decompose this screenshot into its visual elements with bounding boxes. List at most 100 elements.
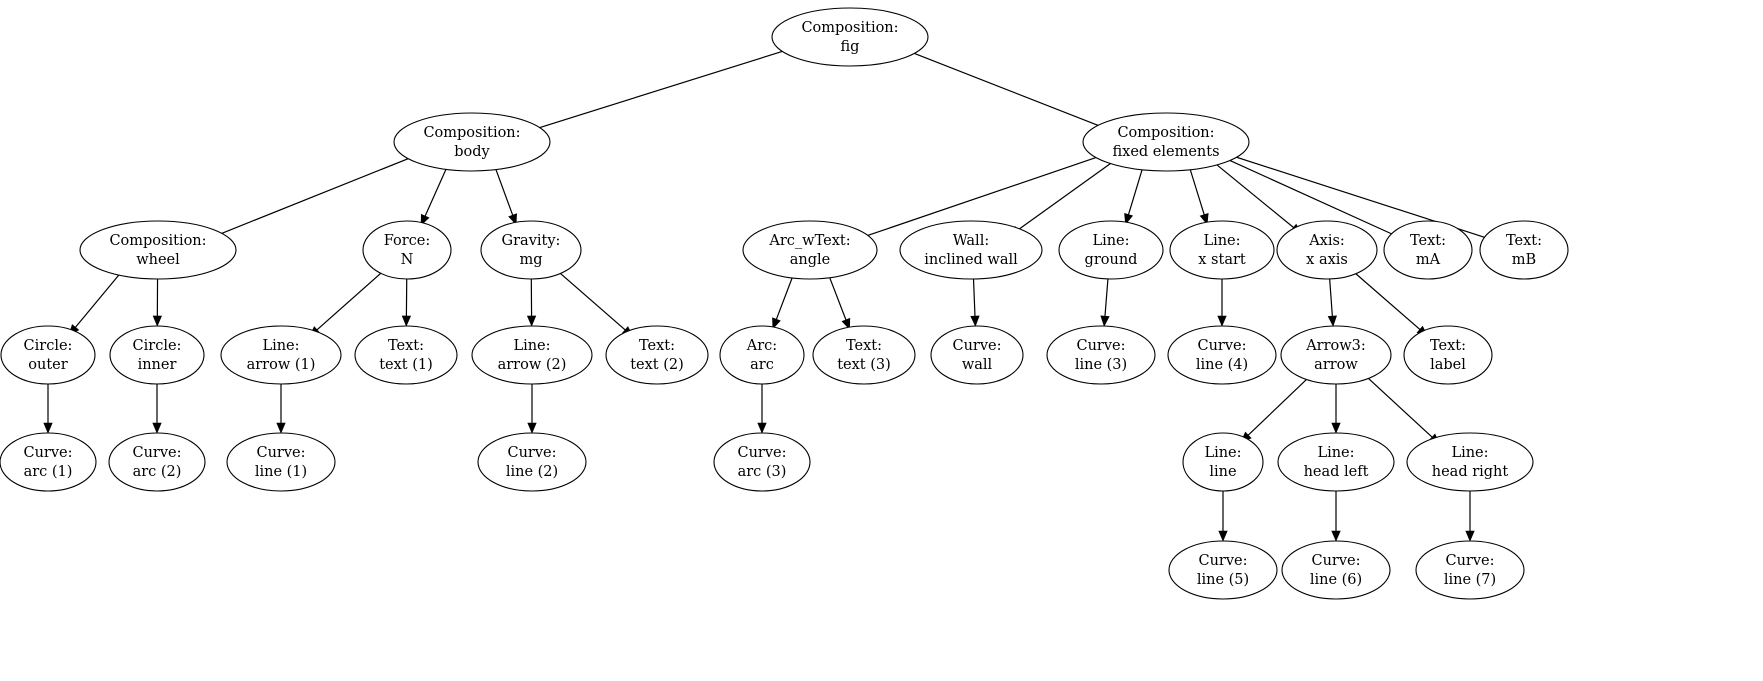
node-circinner[interactable]: Circle:inner bbox=[109, 325, 205, 385]
node-curveline7[interactable]: Curve:line (7) bbox=[1415, 540, 1525, 600]
node-textlabel[interactable]: Text:label bbox=[1403, 325, 1493, 385]
node-curvearc2[interactable]: Curve:arc (2) bbox=[108, 432, 206, 492]
edge-body-to-wheel bbox=[212, 150, 427, 238]
node-arcwtext[interactable]: Arc_wText:angle bbox=[742, 220, 878, 280]
node-fig[interactable]: Composition:fig bbox=[771, 7, 929, 67]
node-shape-circouter[interactable] bbox=[0, 325, 96, 385]
node-name-lineheadr: head right bbox=[1432, 464, 1509, 480]
node-shape-texttext2[interactable] bbox=[605, 325, 709, 385]
node-shape-texttext1[interactable] bbox=[354, 325, 458, 385]
node-shape-arcwtext[interactable] bbox=[742, 220, 878, 280]
arrowhead-wheel-to-circinner bbox=[152, 315, 162, 327]
node-arcarc[interactable]: Arc:arc bbox=[719, 325, 805, 385]
node-curveline3[interactable]: Curve:line (3) bbox=[1046, 325, 1156, 385]
node-fixed[interactable]: Composition:fixed elements bbox=[1082, 112, 1250, 172]
node-lineheadl[interactable]: Line:head left bbox=[1277, 432, 1395, 492]
arrowhead-wall-to-curvewall bbox=[970, 315, 980, 327]
node-shape-lineheadr[interactable] bbox=[1406, 432, 1534, 492]
arrowhead-lineheadr-to-curveline7 bbox=[1465, 530, 1475, 542]
node-name-arrow3: arrow bbox=[1314, 357, 1358, 373]
node-shape-curvearc1[interactable] bbox=[0, 432, 97, 492]
node-curveline2[interactable]: Curve:line (2) bbox=[477, 432, 587, 492]
node-type-curveline5: Curve: bbox=[1198, 553, 1247, 569]
arrowhead-gravity-to-linearrow2 bbox=[526, 315, 537, 327]
node-shape-texttext3[interactable] bbox=[812, 325, 916, 385]
node-axis[interactable]: Axis:x axis bbox=[1276, 220, 1378, 280]
edge-wheel-to-circouter bbox=[74, 269, 124, 329]
node-shape-textmB[interactable] bbox=[1479, 220, 1569, 280]
node-shape-arcarc[interactable] bbox=[719, 325, 805, 385]
node-shape-wheel[interactable] bbox=[79, 220, 237, 280]
node-shape-body[interactable] bbox=[393, 112, 551, 172]
node-type-linexstart: Line: bbox=[1203, 233, 1240, 249]
node-curvearc3[interactable]: Curve:arc (3) bbox=[713, 432, 811, 492]
node-shape-curveline3[interactable] bbox=[1046, 325, 1156, 385]
node-textmA[interactable]: Text:mA bbox=[1383, 220, 1473, 280]
node-shape-lineground[interactable] bbox=[1058, 220, 1164, 280]
node-shape-gravity[interactable] bbox=[480, 220, 582, 280]
node-circouter[interactable]: Circle:outer bbox=[0, 325, 96, 385]
node-curveline1[interactable]: Curve:line (1) bbox=[226, 432, 336, 492]
edge-fixed-to-arcwtext bbox=[858, 149, 1117, 240]
node-gravity[interactable]: Gravity:mg bbox=[480, 220, 582, 280]
node-shape-circinner[interactable] bbox=[109, 325, 205, 385]
node-shape-fixed[interactable] bbox=[1082, 112, 1250, 172]
node-shape-curveline5[interactable] bbox=[1168, 540, 1278, 600]
node-forceN[interactable]: Force:N bbox=[362, 220, 452, 280]
node-name-curveline1: line (1) bbox=[255, 464, 307, 480]
node-shape-textmA[interactable] bbox=[1383, 220, 1473, 280]
node-body[interactable]: Composition:body bbox=[393, 112, 551, 172]
node-wall[interactable]: Wall:inclined wall bbox=[899, 220, 1043, 280]
node-lineheadr[interactable]: Line:head right bbox=[1406, 432, 1534, 492]
node-curveline6[interactable]: Curve:line (6) bbox=[1281, 540, 1391, 600]
node-shape-linexstart[interactable] bbox=[1169, 220, 1275, 280]
node-shape-curveline1[interactable] bbox=[226, 432, 336, 492]
node-shape-curveline7[interactable] bbox=[1415, 540, 1525, 600]
node-lineline[interactable]: Line:line bbox=[1182, 432, 1264, 492]
node-shape-curvearc2[interactable] bbox=[108, 432, 206, 492]
edge-arcwtext-to-texttext3 bbox=[828, 275, 847, 321]
node-shape-curvewall[interactable] bbox=[930, 325, 1024, 385]
node-type-textmA: Text: bbox=[1410, 233, 1446, 249]
edge-arrow3-to-lineheadr bbox=[1362, 372, 1434, 439]
node-shape-curveline4[interactable] bbox=[1167, 325, 1277, 385]
node-name-curveline7: line (7) bbox=[1444, 572, 1496, 588]
node-shape-linearrow1[interactable] bbox=[220, 325, 342, 385]
node-shape-wall[interactable] bbox=[899, 220, 1043, 280]
node-shape-curveline2[interactable] bbox=[477, 432, 587, 492]
node-shape-arrow3[interactable] bbox=[1280, 325, 1392, 385]
node-type-lineground: Line: bbox=[1092, 233, 1129, 249]
node-linearrow1[interactable]: Line:arrow (1) bbox=[220, 325, 342, 385]
node-shape-textlabel[interactable] bbox=[1403, 325, 1493, 385]
node-shape-curvearc3[interactable] bbox=[713, 432, 811, 492]
node-linearrow2[interactable]: Line:arrow (2) bbox=[471, 325, 593, 385]
node-shape-forceN[interactable] bbox=[362, 220, 452, 280]
node-type-linearrow2: Line: bbox=[513, 338, 550, 354]
node-type-arcarc: Arc: bbox=[746, 338, 777, 354]
node-name-curveline2: line (2) bbox=[506, 464, 558, 480]
node-texttext3[interactable]: Text:text (3) bbox=[812, 325, 916, 385]
node-shape-linearrow2[interactable] bbox=[471, 325, 593, 385]
node-arrow3[interactable]: Arrow3:arrow bbox=[1280, 325, 1392, 385]
node-curvewall[interactable]: Curve:wall bbox=[930, 325, 1024, 385]
node-type-curvearc2: Curve: bbox=[132, 445, 181, 461]
node-linexstart[interactable]: Line:x start bbox=[1169, 220, 1275, 280]
arrowhead-linexstart-to-curveline4 bbox=[1217, 315, 1227, 327]
node-wheel[interactable]: Composition:wheel bbox=[79, 220, 237, 280]
node-curveline4[interactable]: Curve:line (4) bbox=[1167, 325, 1277, 385]
node-name-lineline: line bbox=[1209, 464, 1236, 480]
node-name-wall: inclined wall bbox=[924, 252, 1018, 268]
edge-fixed-to-linexstart bbox=[1189, 167, 1206, 216]
node-textmB[interactable]: Text:mB bbox=[1479, 220, 1569, 280]
node-shape-lineheadl[interactable] bbox=[1277, 432, 1395, 492]
node-type-body: Composition: bbox=[423, 125, 520, 141]
node-lineground[interactable]: Line:ground bbox=[1058, 220, 1164, 280]
node-shape-curveline6[interactable] bbox=[1281, 540, 1391, 600]
node-shape-lineline[interactable] bbox=[1182, 432, 1264, 492]
node-shape-axis[interactable] bbox=[1276, 220, 1378, 280]
node-texttext1[interactable]: Text:text (1) bbox=[354, 325, 458, 385]
node-curvearc1[interactable]: Curve:arc (1) bbox=[0, 432, 97, 492]
node-texttext2[interactable]: Text:text (2) bbox=[605, 325, 709, 385]
node-shape-fig[interactable] bbox=[771, 7, 929, 67]
node-curveline5[interactable]: Curve:line (5) bbox=[1168, 540, 1278, 600]
